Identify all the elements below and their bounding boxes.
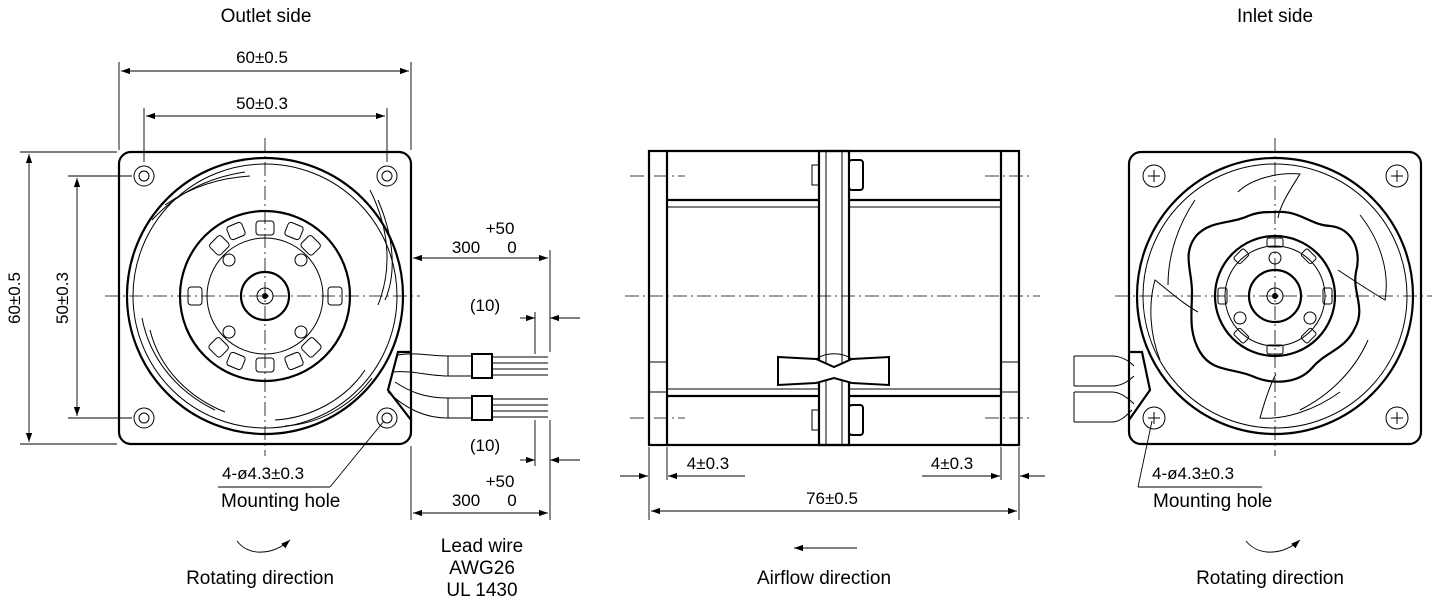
lead-strip-bottom: (10) xyxy=(470,436,500,455)
hub-screw xyxy=(222,325,236,339)
lead-tol-bottom: +50 xyxy=(486,472,515,491)
outlet-rotation-arrow xyxy=(236,539,291,553)
lead-zero-top: 0 xyxy=(507,238,516,257)
inlet-title: Inlet side xyxy=(1237,6,1313,27)
outlet-rotation-label: Rotating direction xyxy=(186,568,334,589)
outlet-mounting-holes xyxy=(133,165,398,429)
inlet-mounting-holes xyxy=(1142,164,1409,430)
hub-screw xyxy=(294,325,308,339)
side-center-frame xyxy=(817,149,851,447)
outlet-blades xyxy=(141,171,393,427)
side-right-offset: 4±0.3 xyxy=(931,454,973,473)
lead-length-top: 300 xyxy=(452,238,480,257)
side-view: 4±0.3 4±0.3 76±0.5 Airflow direction xyxy=(620,149,1045,589)
wire-notch xyxy=(386,350,412,421)
dim-height-outer: 60±0.5 xyxy=(5,272,24,324)
outlet-side-view: Outlet side xyxy=(5,6,420,589)
side-depth: 76±0.5 xyxy=(806,489,858,508)
outlet-hole-spec: 4-ø4.3±0.3 xyxy=(222,464,304,483)
inlet-blades xyxy=(1150,173,1387,419)
airflow-label: Airflow direction xyxy=(757,568,891,589)
dim-width-outer: 60±0.5 xyxy=(236,48,288,67)
inlet-side-view: Inlet side xyxy=(1073,6,1432,589)
inlet-hole-spec: 4-ø4.3±0.3 xyxy=(1152,464,1234,483)
outlet-hole-label: Mounting hole xyxy=(221,491,340,512)
lead-label-line3: UL 1430 xyxy=(446,580,517,601)
hub-screw xyxy=(222,253,236,267)
lead-strip-top: (10) xyxy=(470,296,500,315)
inlet-hole-label: Mounting hole xyxy=(1153,491,1272,512)
side-flange-left xyxy=(647,149,669,447)
inlet-hub-screw xyxy=(1303,311,1317,325)
inlet-hub-outline xyxy=(1187,210,1361,383)
dim-height-inner: 50±0.3 xyxy=(53,272,72,324)
side-flange-right xyxy=(999,149,1021,447)
wire-sleeve-top xyxy=(471,353,493,379)
inlet-rotation-label: Rotating direction xyxy=(1196,568,1344,589)
side-wire-band xyxy=(777,355,890,387)
outlet-title: Outlet side xyxy=(221,6,312,27)
wire-conductors xyxy=(492,356,548,418)
wire-sleeve-bottom xyxy=(471,395,493,421)
lead-label-line1: Lead wire xyxy=(441,536,523,557)
lead-label-line2: AWG26 xyxy=(449,558,515,579)
side-bolt-top xyxy=(848,159,864,191)
lead-wire: +50 300 0 (10) (10) +50 300 0 Lead wire … xyxy=(387,219,580,601)
inlet-rotation-arrow xyxy=(1245,539,1301,553)
side-left-offset: 4±0.3 xyxy=(687,454,729,473)
inlet-wire-notch xyxy=(1128,350,1152,421)
inlet-hub-screw xyxy=(1233,311,1247,325)
hub-screw xyxy=(294,253,308,267)
lead-zero-bottom: 0 xyxy=(507,491,516,510)
lead-length-bottom: 300 xyxy=(452,491,480,510)
lead-tol-top: +50 xyxy=(486,219,515,238)
dim-width-inner: 50±0.3 xyxy=(236,94,288,113)
side-bolt-bottom xyxy=(848,404,864,436)
